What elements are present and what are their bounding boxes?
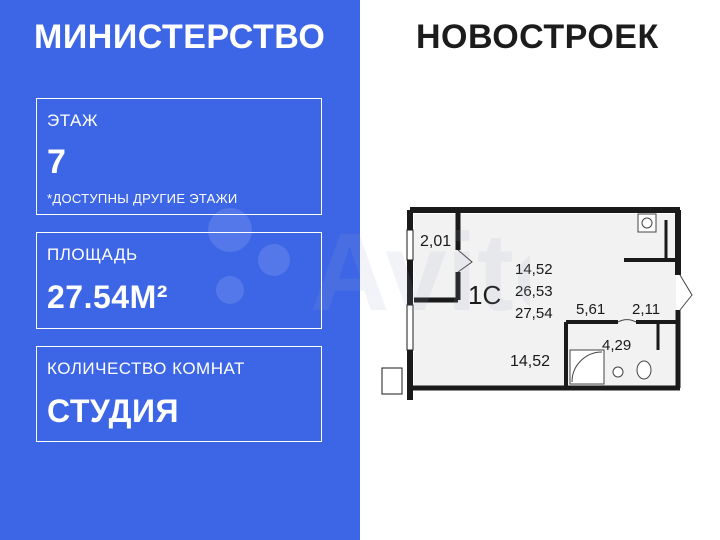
hall-area-label: 5,61	[576, 301, 605, 318]
fixtures	[569, 213, 657, 385]
rooms-label: КОЛИЧЕСТВО КОМНАТ	[47, 359, 245, 378]
floor-plan-drawing: 2,01 1С 14,52 26,53 27,54 14,52 5,61 2,1…	[381, 207, 693, 400]
floor-plan: 2,01 1С 14,52 26,53 27,54 14,52 5,61 2,1…	[380, 200, 700, 410]
rooms-value: СТУДИЯ	[47, 393, 179, 429]
balcony	[381, 367, 403, 395]
total-area-label: 27,54	[515, 305, 553, 322]
brand-title-right: НОВОСТРОЕК	[416, 18, 659, 56]
loggia-area-label: 2,01	[420, 233, 451, 250]
area-value: 27.54М²	[47, 279, 168, 315]
brand-title-left: МИНИСТЕРСТВО	[34, 18, 326, 56]
floor-note: *ДОСТУПНЫ ДРУГИЕ ЭТАЖИ	[47, 191, 238, 206]
rooms-card: КОЛИЧЕСТВО КОМНАТ СТУДИЯ	[36, 346, 322, 442]
info-panel	[0, 0, 360, 540]
area-label: ПЛОЩАДЬ	[47, 245, 138, 264]
doors	[457, 249, 693, 323]
floor-card: ЭТАЖ 7 *ДОСТУПНЫ ДРУГИЕ ЭТАЖИ	[36, 98, 322, 215]
walls	[407, 207, 681, 400]
windows	[406, 229, 414, 351]
area-card: ПЛОЩАДЬ 27.54М²	[36, 232, 322, 329]
plan-labels: 2,01 1С 14,52 26,53 27,54 14,52 5,61 2,1…	[420, 233, 660, 370]
total-no-balcony-label: 26,53	[515, 283, 553, 300]
living-area-label: 14,52	[515, 261, 553, 278]
closet-area-label: 2,11	[632, 301, 660, 318]
floor-value: 7	[47, 143, 67, 181]
apartment-type-label: 1С	[468, 280, 501, 310]
floor-label: ЭТАЖ	[47, 111, 99, 130]
room-area-label: 14,52	[510, 353, 550, 370]
bath-area-label: 4,29	[602, 337, 631, 354]
